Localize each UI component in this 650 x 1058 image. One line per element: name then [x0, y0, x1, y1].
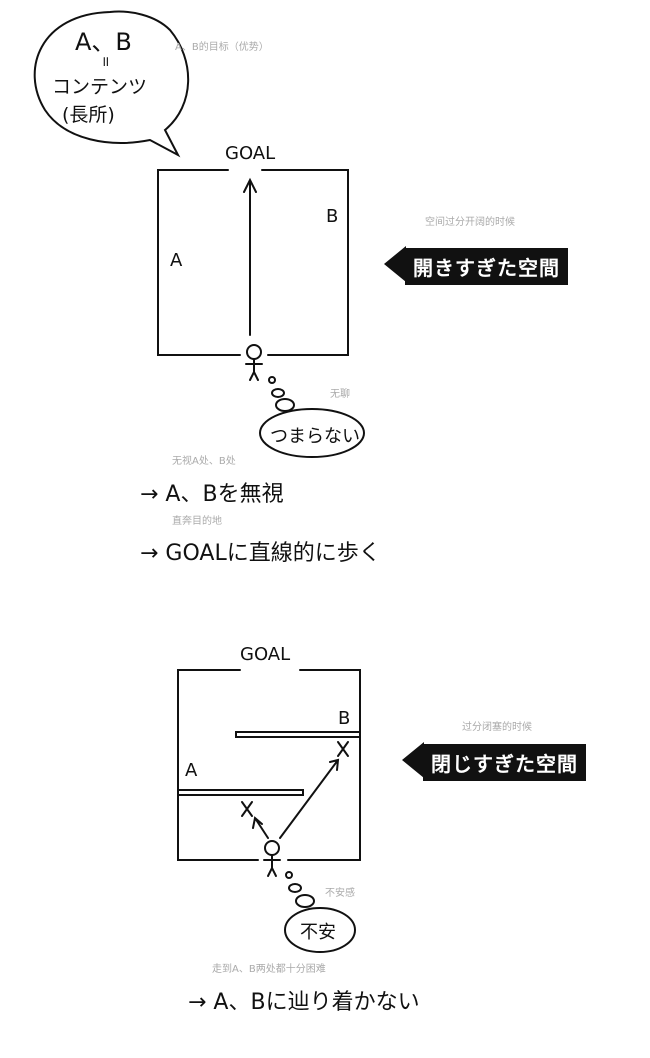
banner-open-space: 開きすぎた空間 — [405, 248, 568, 285]
banner-closed-space: 閉じすぎた空間 — [423, 744, 586, 781]
label-b-top: B — [326, 206, 339, 227]
bubble-line1: A、B — [75, 28, 132, 56]
banner-note-top: 空间过分开阔的时候 — [425, 217, 515, 228]
cross-mark-b — [337, 741, 349, 757]
result1-text: → A、Bを無視 — [140, 482, 284, 507]
label-a-bottom: A — [185, 760, 198, 781]
arrow-left-icon — [402, 742, 424, 778]
room-bottom-walls — [177, 669, 361, 861]
wall-b — [235, 731, 361, 738]
speech-note: A、B的目标（优势） — [175, 42, 269, 53]
person-icon-top — [245, 344, 263, 381]
thought-text-top: つまらない — [270, 426, 360, 447]
cross-mark-a — [241, 801, 253, 817]
thought-bubble-top — [259, 408, 365, 458]
bubble-line2: ॥ — [101, 54, 110, 70]
path-arrow-b — [279, 758, 340, 839]
room-top-walls — [157, 169, 349, 356]
goal-label-top: GOAL — [225, 143, 276, 164]
result2-note: 直奔目的地 — [172, 516, 222, 527]
thought-note-top: 无聊 — [330, 389, 350, 400]
banner-note-bottom: 过分闭塞的时候 — [462, 722, 532, 733]
path-arrow-a — [252, 816, 269, 839]
wall-a — [177, 789, 304, 796]
arrow-left-icon — [384, 246, 406, 282]
thought-text-bottom: 不安 — [300, 922, 336, 943]
thought-note-bottom: 不安感 — [325, 888, 355, 899]
result-note-bottom: 走到A、B两处都十分困难 — [212, 964, 326, 975]
bubble-line4: (長所) — [62, 104, 115, 126]
result1-note: 无视A处、B处 — [172, 456, 236, 467]
bubble-line3: コンテンツ — [52, 76, 148, 98]
speech-bubble — [33, 10, 190, 158]
goal-label-bottom: GOAL — [240, 644, 291, 665]
result-text-bottom: → A、Bに辿り着かない — [188, 990, 420, 1015]
label-b-bottom: B — [338, 708, 351, 729]
result2-text: → GOALに直線的に歩く — [140, 541, 381, 566]
label-a-top: A — [170, 250, 183, 271]
person-icon-bottom — [263, 840, 281, 877]
goal-arrow — [243, 177, 257, 336]
thought-bubble-bottom — [284, 907, 356, 953]
